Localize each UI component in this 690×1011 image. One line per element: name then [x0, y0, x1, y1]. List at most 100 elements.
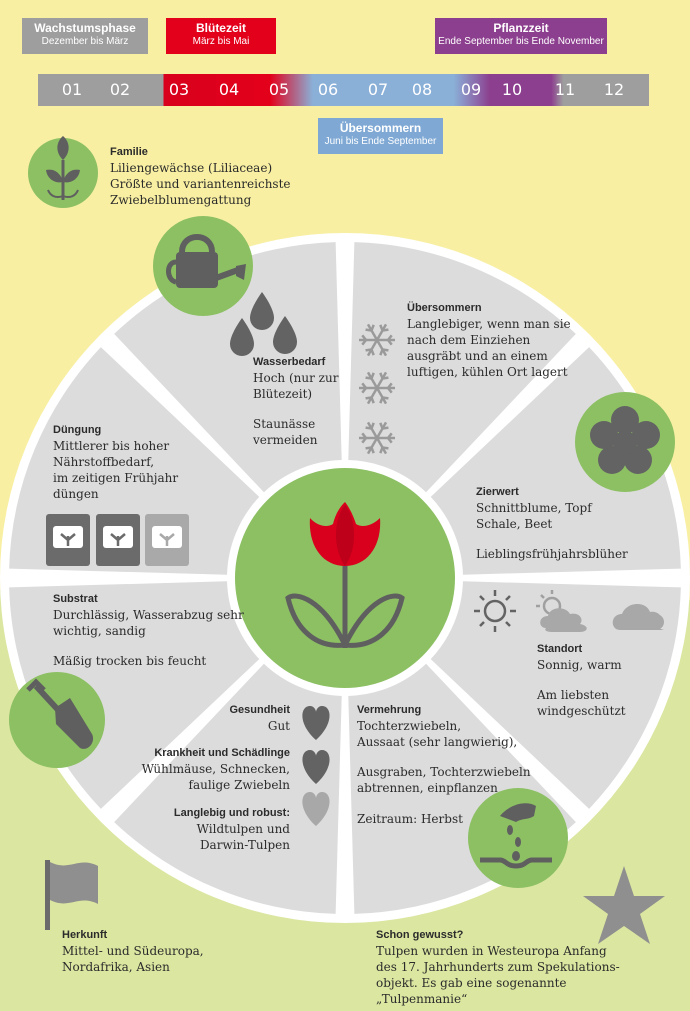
herkunft-title: Herkunft — [62, 929, 108, 941]
snowflake-icon — [359, 421, 395, 455]
zierwert-extra: Lieblingsfrühjahrsblüher — [476, 547, 628, 562]
vermehrung-line: Tochterzwiebeln, — [357, 718, 462, 733]
schon-gewusst-block: Schon gewusst? Tulpen wurden in Westeuro… — [376, 928, 620, 1008]
substrat-title: Substrat — [53, 593, 98, 605]
hand-seeds-icon — [468, 788, 568, 888]
wasser-line: Hoch (nur zur — [253, 370, 339, 385]
month-label: 03 — [168, 80, 190, 99]
standort-line: Sonnig, warm — [537, 657, 622, 672]
shovel-icon — [9, 672, 105, 768]
krankheit-title: Krankheit und Schädlinge — [154, 747, 290, 759]
phase-bluete-title: Blütezeit — [195, 21, 246, 35]
familie-block: Familie Liliengewächse (Liliaceae) Größt… — [110, 145, 291, 208]
herkunft-block: Herkunft Mittel- und Südeuropa, Nordafri… — [62, 928, 204, 975]
herkunft-line: Nordafrika, Asien — [62, 960, 170, 975]
uebersommern-line: ausgräbt und an einem — [407, 349, 548, 364]
uebersommern-line: luftigen, kühlen Ort lagert — [407, 365, 568, 380]
flag-icon — [45, 860, 98, 930]
familie-line: Größte und variantenreichste — [110, 177, 291, 192]
phase-pflanz-title: Pflanzzeit — [493, 21, 549, 35]
flower-icon — [575, 392, 675, 492]
vermehrung-extra: abtrennen, einpflanzen — [357, 781, 498, 796]
watering-can-icon — [153, 216, 253, 316]
wasser-title: Wasserbedarf — [253, 356, 326, 368]
wheel-segment — [114, 242, 342, 493]
wheel-segment — [114, 663, 342, 914]
uebersommern-line: nach dem Einziehen — [407, 333, 531, 348]
schon-line: des 17. Jahrhunderts zum Spekulations- — [376, 960, 620, 975]
phase-wachstum-title: Wachstumsphase — [34, 21, 136, 35]
phase-bluete-sub: März bis Mai — [192, 36, 250, 47]
month-label: 08 — [411, 80, 433, 99]
month-bar: 01 02 03 04 05 06 07 08 09 10 11 12 — [38, 74, 649, 106]
cloud-icon — [612, 603, 664, 630]
familie-line: Zwiebelblumengattung — [110, 193, 252, 208]
month-label: 09 — [460, 80, 482, 99]
wasser-extra: vermeiden — [253, 433, 318, 448]
duengung-block: Düngung Mittlerer bis hoher Nährstoffbed… — [53, 423, 178, 503]
zierwert-line: Schnittblume, Topf — [476, 500, 592, 515]
schon-line: objekt. Es gab eine sogenannte — [376, 976, 567, 991]
uebersommern-title: Übersommern — [407, 302, 482, 314]
langlebig-line: Wildtulpen und — [196, 821, 290, 836]
phase-uebersommern-title: Übersommern — [339, 121, 422, 135]
phase-pflanz-sub: Ende September bis Ende November — [438, 36, 604, 47]
phase-uebersommern-sub: Juni bis Ende September — [324, 136, 437, 147]
phase-bluete: Blütezeit März bis Mai — [166, 18, 276, 54]
substrat-line: wichtig, sandig — [53, 624, 146, 639]
month-label: 02 — [109, 80, 131, 99]
duengung-title: Düngung — [53, 424, 102, 436]
langlebig-title: Langlebig und robust: — [173, 807, 290, 819]
duengung-line: im zeitigen Frühjahr — [53, 471, 179, 486]
sun-cloud-icon — [536, 590, 587, 632]
krankheit-line: Wühlmäuse, Schnecken, — [141, 761, 290, 776]
wheel-segment — [430, 581, 681, 809]
month-label: 07 — [367, 80, 389, 99]
standort-block: Standort Sonnig, warm Am liebsten windge… — [537, 642, 626, 719]
langlebig-block: Langlebig und robust: Wildtulpen und Dar… — [174, 806, 290, 853]
wasser-block: Wasserbedarf Hoch (nur zur Blütezeit) St… — [253, 355, 338, 449]
vermehrung-line: Aussaat (sehr langwierig), — [357, 735, 518, 750]
krankheit-line: faulige Zwiebeln — [188, 778, 291, 793]
water-drops-icon — [230, 292, 297, 356]
familie-title: Familie — [110, 146, 148, 158]
schon-line: „Tulpenmanie“ — [376, 992, 468, 1007]
langlebig-line: Darwin-Tulpen — [199, 838, 290, 853]
standort-title: Standort — [537, 643, 583, 655]
sun-icon — [474, 590, 516, 632]
schon-line: Tulpen wurden in Westeuropa Anfang — [376, 943, 607, 958]
vermehrung-title: Vermehrung — [357, 704, 422, 716]
wasser-extra: Staunässe — [253, 417, 316, 432]
familie-line: Liliengewächse (Liliaceae) — [110, 160, 273, 175]
zierwert-title: Zierwert — [476, 486, 519, 498]
uebersommern-line: Langlebiger, wenn man sie — [407, 316, 571, 331]
vermehrung-extra2: Zeitraum: Herbst — [357, 811, 463, 826]
snowflakes-group — [359, 323, 395, 455]
krankheit-block: Krankheit und Schädlinge Wühlmäuse, Schn… — [142, 746, 290, 793]
month-label: 11 — [554, 80, 576, 99]
gesundheit-line: Gut — [267, 718, 290, 733]
plant-icon — [28, 136, 98, 208]
gesundheit-title: Gesundheit — [229, 704, 290, 716]
vermehrung-extra: Ausgraben, Tochterzwiebeln — [357, 765, 531, 780]
month-label: 10 — [501, 80, 523, 99]
substrat-extra: Mäßig trocken bis feucht — [53, 654, 207, 669]
phase-uebersommern: Übersommern Juni bis Ende September — [318, 118, 443, 154]
month-label: 01 — [61, 80, 83, 99]
month-label: 12 — [603, 80, 625, 99]
vermehrung-block: Vermehrung Tochterzwiebeln, Aussaat (seh… — [357, 703, 531, 827]
substrat-line: Durchlässig, Wasserabzug sehr — [53, 607, 244, 622]
month-label: 06 — [317, 80, 339, 99]
duengung-line: Nährstoffbedarf, — [53, 455, 155, 470]
phase-pflanz: Pflanzzeit Ende September bis Ende Novem… — [435, 18, 607, 54]
duengung-line: düngen — [53, 487, 99, 502]
wasser-line: Blütezeit) — [253, 387, 313, 402]
zierwert-block: Zierwert Schnittblume, Topf Schale, Beet… — [476, 485, 628, 562]
uebersommern-block: Übersommern Langlebiger, wenn man sie na… — [407, 301, 571, 381]
phase-wachstum-sub: Dezember bis März — [41, 36, 129, 47]
zierwert-line: Schale, Beet — [476, 517, 553, 532]
standort-extra: windgeschützt — [537, 704, 626, 719]
standort-extra: Am liebsten — [537, 688, 610, 703]
month-label: 04 — [218, 80, 240, 99]
